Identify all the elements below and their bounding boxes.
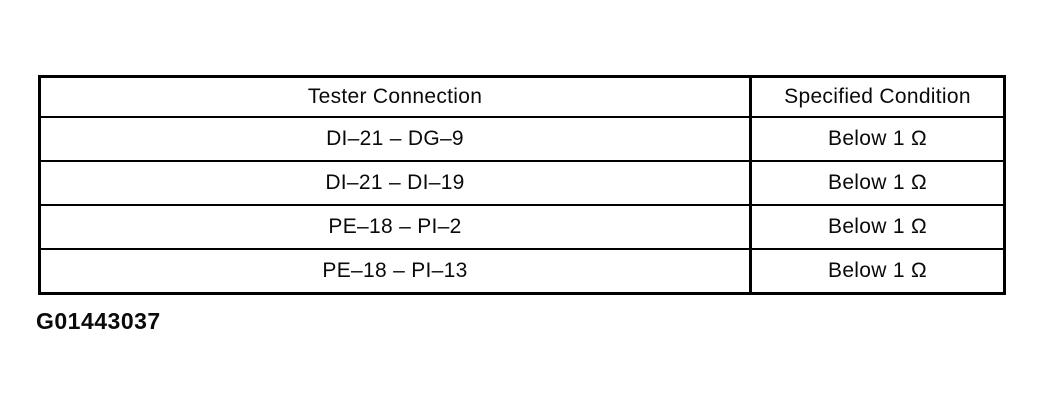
column-header-specified-condition: Specified Condition bbox=[784, 85, 971, 108]
table-row: DI–21 – DG–9 Below 1 Ω bbox=[41, 116, 1003, 160]
specified-condition-cell: Below 1 Ω bbox=[828, 215, 927, 238]
table-header-row: Tester Connection Specified Condition bbox=[41, 78, 1003, 116]
tester-connection-cell: DI–21 – DG–9 bbox=[41, 118, 752, 160]
tester-connection-cell: DI–21 – DI–19 bbox=[41, 162, 752, 204]
table-row: DI–21 – DI–19 Below 1 Ω bbox=[41, 160, 1003, 204]
specified-condition-cell: Below 1 Ω bbox=[828, 171, 927, 194]
tester-connection-cell: PE–18 – PI–13 bbox=[41, 250, 752, 292]
tester-connection-cell: PE–18 – PI–2 bbox=[41, 206, 752, 248]
table-row: PE–18 – PI–2 Below 1 Ω bbox=[41, 204, 1003, 248]
resistance-spec-table: Tester Connection Specified Condition DI… bbox=[38, 75, 1006, 295]
figure-id: G01443037 bbox=[36, 308, 161, 334]
specified-condition-cell: Below 1 Ω bbox=[828, 259, 927, 282]
table-row: PE–18 – PI–13 Below 1 Ω bbox=[41, 248, 1003, 292]
specified-condition-cell: Below 1 Ω bbox=[828, 127, 927, 150]
column-header-tester-connection: Tester Connection bbox=[41, 78, 752, 116]
